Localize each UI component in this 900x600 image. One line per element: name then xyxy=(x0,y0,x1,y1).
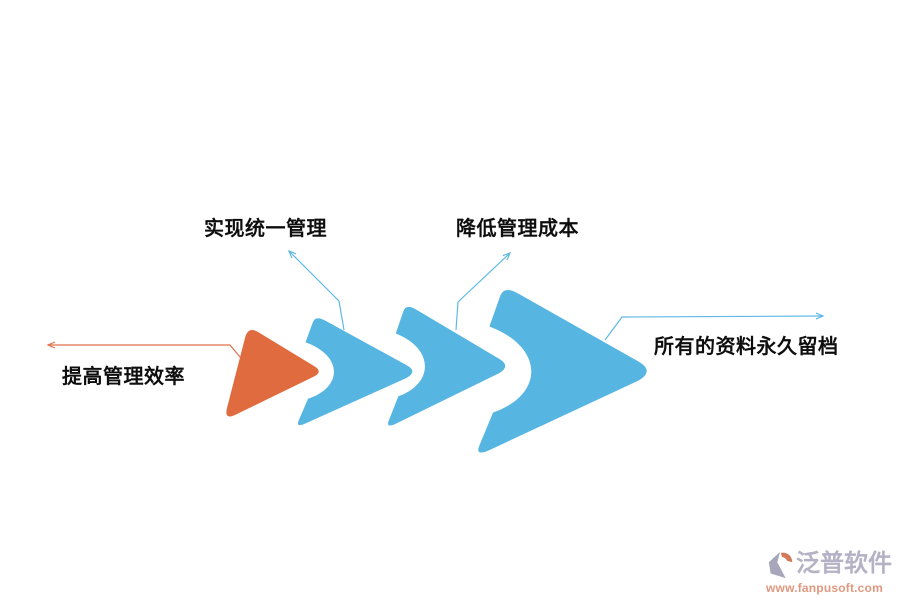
label-permanent-archive: 所有的资料永久留档 xyxy=(654,336,839,358)
fanpu-logo-icon xyxy=(768,551,793,579)
step-shape-chevron-medium xyxy=(388,306,506,426)
connector-unified-line xyxy=(287,249,345,331)
step-shape-chevron-large xyxy=(478,289,647,453)
watermark-logo: 泛普软件 www.fanpusoft.com xyxy=(766,549,896,595)
step-shape-triangle xyxy=(226,330,319,417)
connector-archive-line xyxy=(604,312,825,341)
connector-efficiency-line xyxy=(46,341,241,358)
label-lower-cost: 降低管理成本 xyxy=(456,218,579,240)
connector-cost-line xyxy=(455,251,512,331)
label-unified-management: 实现统一管理 xyxy=(204,218,327,240)
brand-url: www.fanpusoft.com xyxy=(766,581,883,595)
label-improve-efficiency: 提高管理效率 xyxy=(62,366,185,388)
brand-name: 泛普软件 xyxy=(796,551,892,577)
step-shape-chevron-small xyxy=(297,318,413,426)
